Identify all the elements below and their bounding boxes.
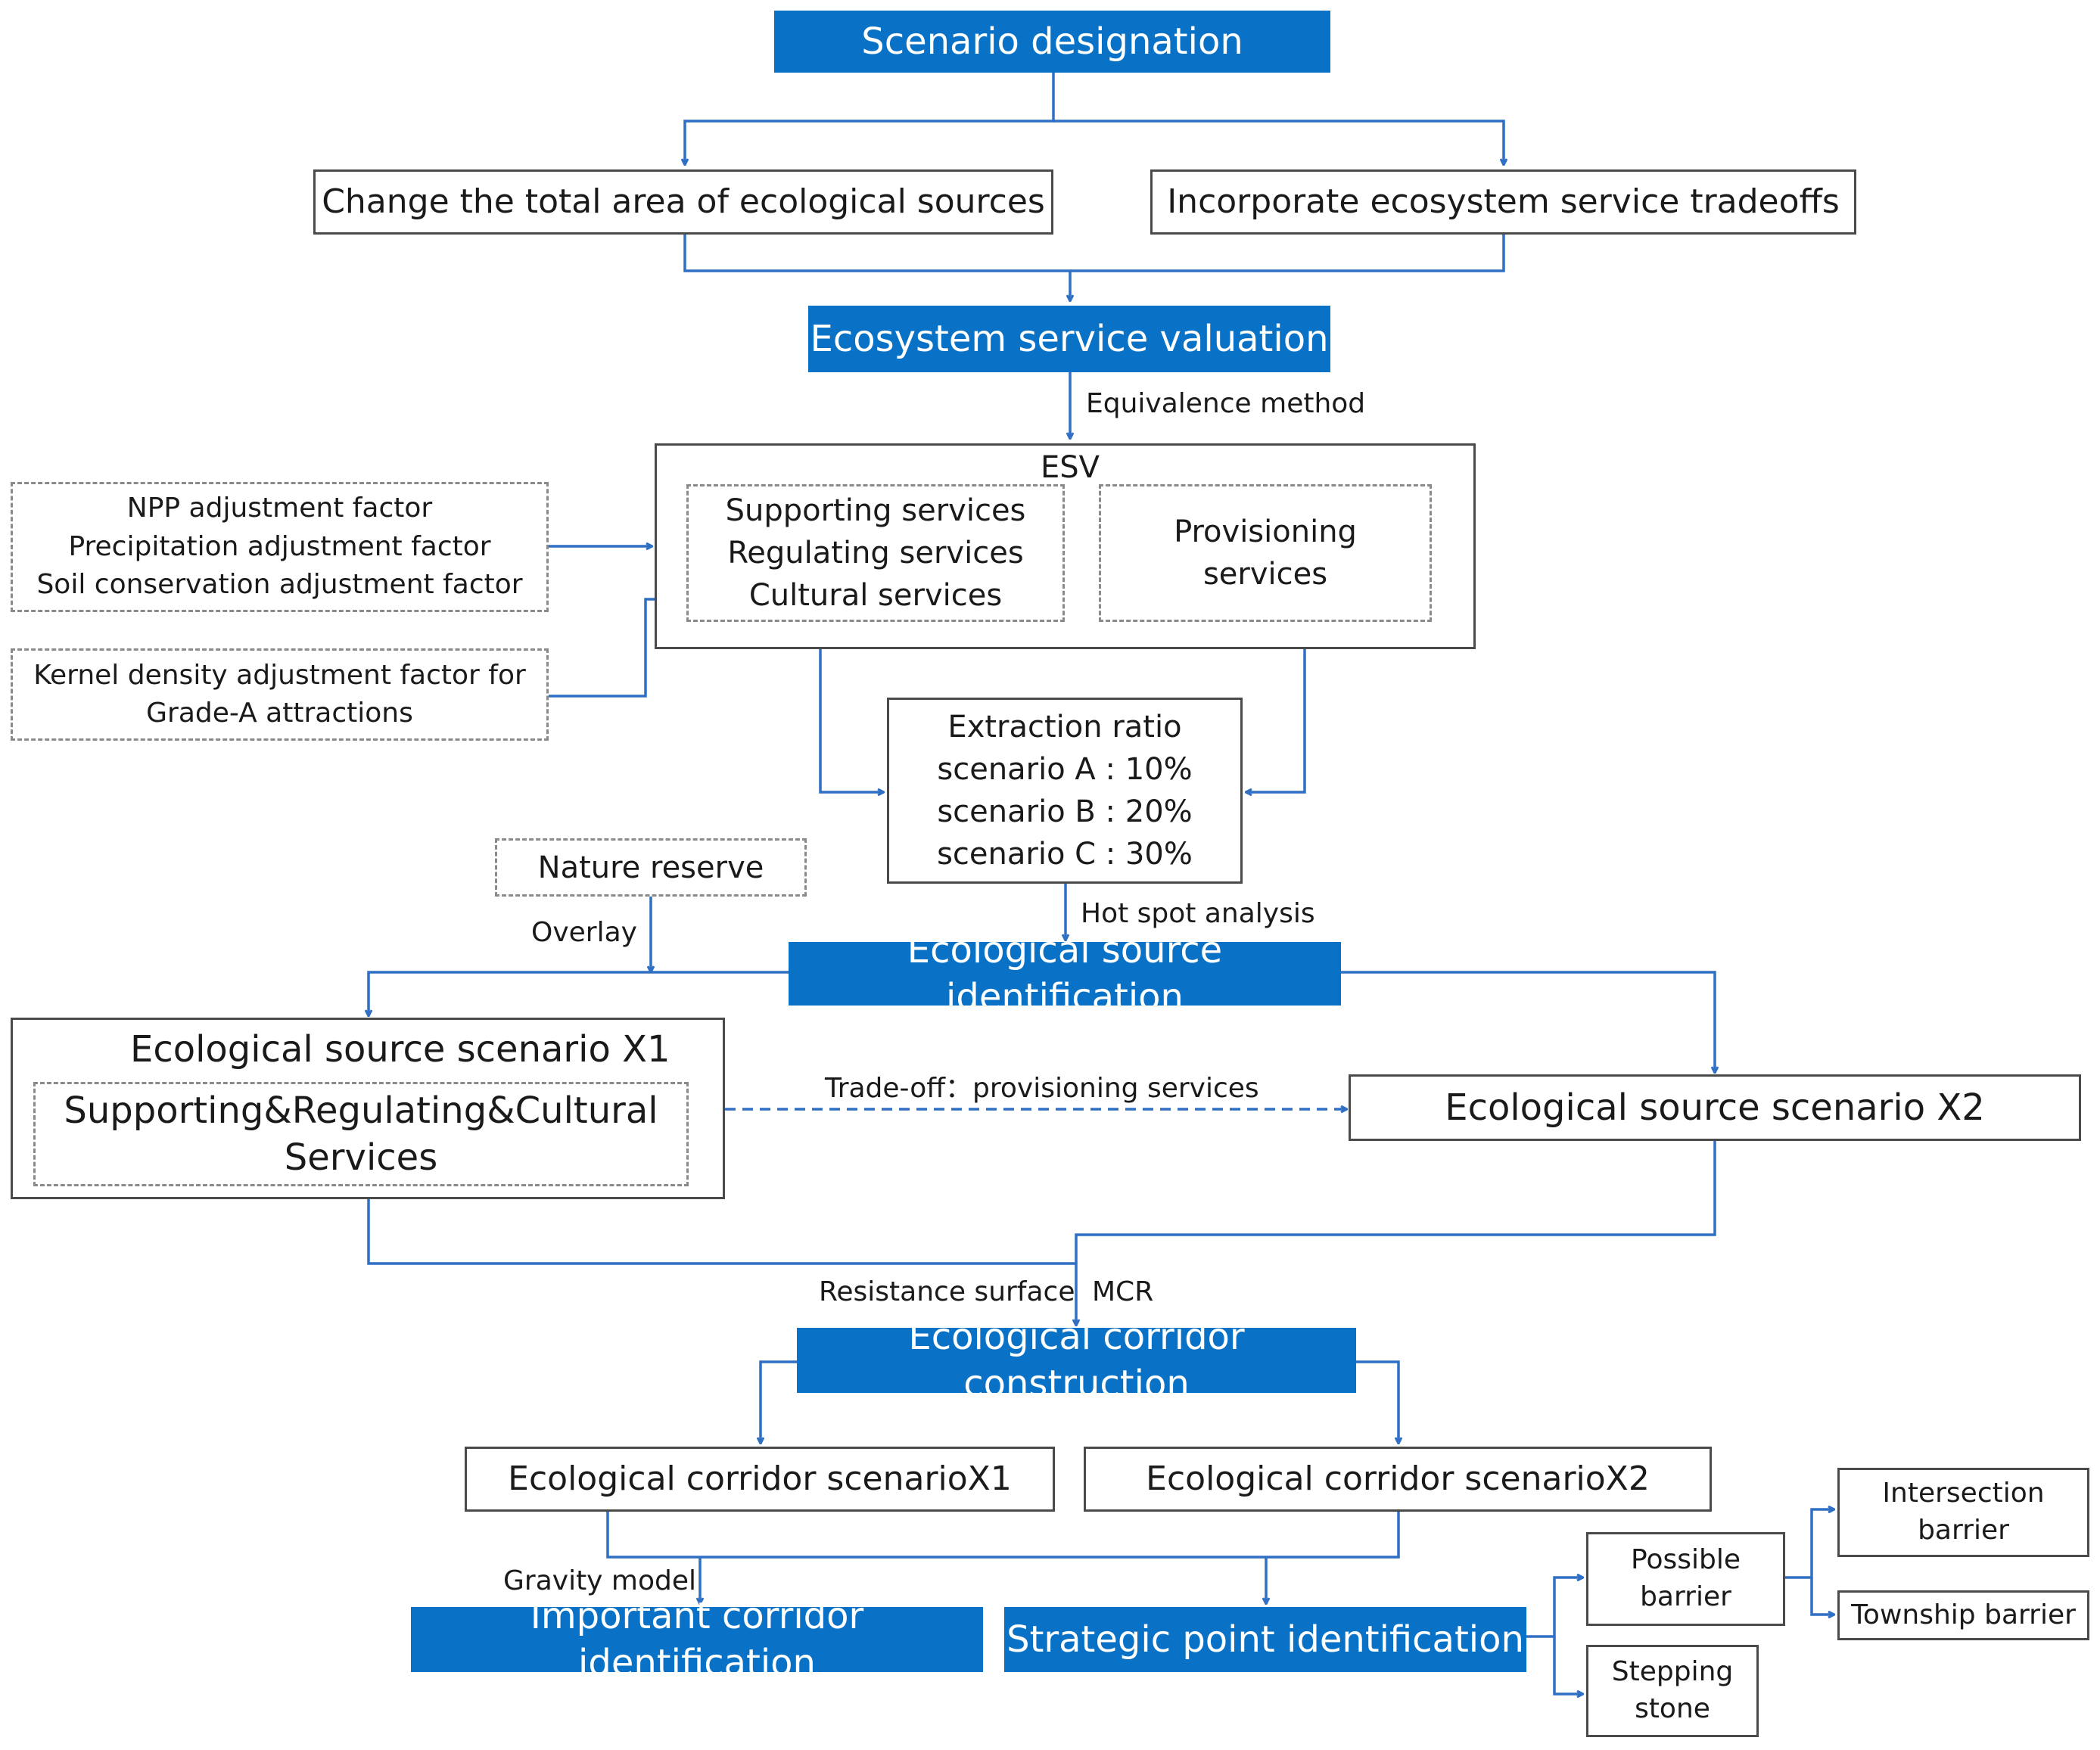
possible-barrier-label-2: barrier (1640, 1581, 1731, 1612)
stepping-stone-node: Stepping stone (1586, 1645, 1759, 1737)
township-barrier-node: Township barrier (1837, 1590, 2089, 1640)
adjustment-factors-box: NPP adjustment factor Precipitation adju… (11, 482, 549, 612)
kernel-density-factor-box: Kernel density adjustment factor for Gra… (11, 648, 549, 741)
ecosystem-service-valuation-label: Ecosystem service valuation (810, 317, 1329, 360)
provisioning-services-box: Provisioning services (1099, 484, 1432, 622)
possible-barrier-node: Possible barrier (1586, 1532, 1785, 1626)
ecological-corridor-construction-node: Ecological corridor construction (797, 1316, 1356, 1405)
nature-reserve-node: Nature reserve (495, 838, 807, 897)
edge-label-gravity-model: Gravity model (503, 1565, 697, 1596)
esv-title: ESV (1041, 450, 1100, 485)
corridor-scenario-x1-label: Ecological corridor scenarioX1 (508, 1459, 1012, 1499)
source-scenario-x2-label: Ecological source scenario X2 (1445, 1086, 1985, 1129)
source-x1-services-label-2: Services (284, 1136, 438, 1179)
intersection-barrier-label-1: Intersection (1882, 1478, 2045, 1509)
township-barrier-label: Township barrier (1851, 1599, 2076, 1630)
edge-label-tradeoff: Trade-off：provisioning services (825, 1073, 1259, 1104)
change-total-area-label: Change the total area of ecological sour… (322, 182, 1045, 222)
soil-factor-label: Soil conservation adjustment factor (36, 569, 523, 601)
source-x1-services-label-1: Supporting&Regulating&Cultural (64, 1089, 658, 1132)
provisioning-services-label-1: Provisioning (1174, 514, 1357, 549)
stepping-stone-label-1: Stepping (1611, 1656, 1734, 1688)
corridor-scenario-x1-node: Ecological corridor scenarioX1 (465, 1447, 1055, 1512)
provisioning-services-label-2: services (1202, 557, 1328, 592)
nature-reserve-label: Nature reserve (537, 850, 764, 885)
edge-label-hot-spot-analysis: Hot spot analysis (1081, 898, 1315, 929)
kernel-factor-label-2: Grade-A attractions (146, 698, 413, 729)
regulating-services-label: Regulating services (727, 536, 1024, 570)
ecosystem-service-valuation-node: Ecosystem service valuation (808, 306, 1330, 372)
source-scenario-x2-node: Ecological source scenario X2 (1349, 1074, 2081, 1141)
precipitation-factor-label: Precipitation adjustment factor (68, 530, 491, 562)
supporting-services-label: Supporting services (725, 493, 1026, 528)
edge-label-equivalence-method: Equivalence method (1086, 388, 1366, 419)
edge-label-mcr: MCR (1092, 1276, 1154, 1307)
intersection-barrier-node: Intersection barrier (1837, 1468, 2089, 1557)
scenario-a-label: scenario A : 10% (937, 752, 1193, 787)
ecological-source-identification-label: Ecological source identification (907, 928, 1223, 1018)
change-total-area-node: Change the total area of ecological sour… (313, 169, 1053, 235)
ecological-source-identification-node: Ecological source identification (789, 929, 1341, 1018)
scenario-b-label: scenario B : 20% (937, 794, 1193, 829)
extraction-ratio-title: Extraction ratio (947, 710, 1182, 744)
extraction-ratio-node: Extraction ratio scenario A : 10% scenar… (887, 698, 1243, 884)
scenario-c-label: scenario C : 30% (937, 837, 1193, 872)
corridor-scenario-x2-node: Ecological corridor scenarioX2 (1084, 1447, 1712, 1512)
incorporate-tradeoffs-label: Incorporate ecosystem service tradeoffs (1167, 182, 1840, 222)
stepping-stone-label-2: stone (1635, 1693, 1710, 1724)
scenario-designation-node: Scenario designation (774, 11, 1330, 73)
possible-barrier-label-1: Possible (1631, 1544, 1741, 1576)
incorporate-tradeoffs-node: Incorporate ecosystem service tradeoffs (1150, 169, 1856, 235)
source-x1-services-box: Supporting&Regulating&Cultural Services (33, 1082, 689, 1186)
important-corridor-identification-label: Important corridor identification (530, 1594, 864, 1684)
npp-factor-label: NPP adjustment factor (126, 493, 433, 524)
strategic-point-identification-label: Strategic point identification (1006, 1618, 1524, 1661)
kernel-factor-label-1: Kernel density adjustment factor for (33, 659, 526, 691)
scenario-designation-label: Scenario designation (861, 20, 1243, 63)
ecological-corridor-construction-label: Ecological corridor construction (908, 1315, 1245, 1405)
supporting-regulating-cultural-box: Supporting services Regulating services … (686, 484, 1065, 622)
corridor-scenario-x2-label: Ecological corridor scenarioX2 (1146, 1459, 1650, 1499)
edge-label-resistance-surface: Resistance surface (819, 1276, 1075, 1307)
strategic-point-identification-node: Strategic point identification (1004, 1607, 1526, 1672)
intersection-barrier-label-2: barrier (1918, 1515, 2009, 1546)
source-scenario-x1-title: Ecological source scenario X1 (130, 1028, 670, 1071)
edge-label-overlay: Overlay (531, 917, 637, 948)
cultural-services-label: Cultural services (748, 578, 1003, 613)
important-corridor-identification-node: Important corridor identification (411, 1595, 983, 1684)
